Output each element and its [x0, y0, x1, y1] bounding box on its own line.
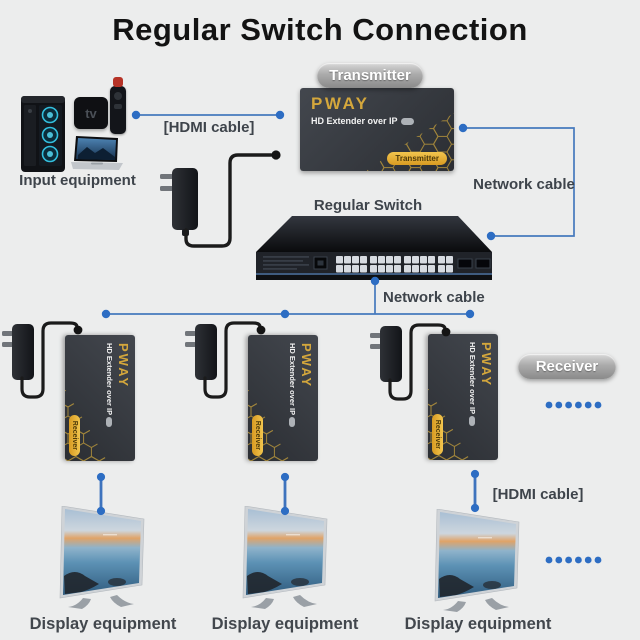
- remote-control-icon: [110, 77, 126, 134]
- receiver-role-pill: Receiver: [432, 413, 443, 455]
- spec-badge-icon: [469, 416, 476, 427]
- receiver-device-3: PWAY HD Extender over IP Receiver: [428, 334, 498, 460]
- power-adapter-icon: [370, 326, 402, 382]
- tv-box-label: tv: [85, 105, 97, 121]
- display-tv-icon: [434, 509, 520, 612]
- tv-media-box: tv: [74, 97, 108, 129]
- hdmi-cable-bottom-label: [HDMI cable]: [492, 486, 584, 503]
- spec-badge-icon: [289, 417, 296, 428]
- display-equipment-label-1: Display equipment: [29, 615, 177, 633]
- transmitter-role-pill: Transmitter: [387, 152, 447, 165]
- hdmi-cable-top-label: [HDMI cable]: [163, 119, 255, 136]
- network-switch-icon: [256, 216, 492, 280]
- product-name: HD Extender over IP: [105, 343, 114, 428]
- transmitter-tag: Transmitter: [317, 63, 423, 88]
- network-cable-bottom-label: Network cable: [383, 289, 485, 306]
- receiver-role-pill: Receiver: [69, 414, 80, 456]
- display-equipment-label-2: Display equipment: [211, 615, 359, 633]
- receiver-tag: Receiver: [518, 354, 616, 379]
- more-displays-dots: [545, 556, 602, 564]
- spec-badge-icon: [400, 117, 414, 125]
- brand-logo: PWAY: [116, 343, 131, 389]
- display-equipment-label-3: Display equipment: [404, 615, 552, 633]
- network-cable-top-label: Network cable: [473, 176, 575, 193]
- transmitter-device: PWAY HD Extender over IP Transmitter: [300, 88, 454, 171]
- product-name: HD Extender over IP: [311, 116, 414, 126]
- page-title: Regular Switch Connection: [112, 12, 528, 47]
- pc-tower-icon: [21, 96, 65, 172]
- receiver-device-1: PWAY HD Extender over IP Receiver: [65, 335, 135, 461]
- receiver-device-2: PWAY HD Extender over IP Receiver: [248, 335, 318, 461]
- display-tv-icon: [59, 506, 145, 609]
- brand-logo: PWAY: [299, 343, 314, 389]
- power-adapter-icon: [160, 168, 198, 236]
- switch-vents: [263, 256, 309, 270]
- display-tv-icon: [242, 506, 328, 609]
- input-equipment-label: Input equipment: [19, 172, 136, 189]
- regular-switch-label: Regular Switch: [313, 197, 423, 214]
- spec-badge-icon: [106, 417, 113, 428]
- brand-logo: PWAY: [479, 342, 494, 388]
- power-adapter-icon: [185, 324, 217, 380]
- laptop-icon: [71, 136, 123, 170]
- receiver-role-pill: Receiver: [252, 414, 263, 456]
- remote-tip: [113, 77, 123, 87]
- product-name: HD Extender over IP: [288, 343, 297, 428]
- remote-button: [114, 104, 122, 109]
- hdmi-connector-3: [470, 469, 480, 513]
- product-name: HD Extender over IP: [468, 342, 477, 427]
- remote-button: [114, 92, 122, 100]
- power-adapter-icon: [2, 324, 34, 380]
- brand-logo: PWAY: [311, 94, 370, 113]
- switch-ports: [336, 256, 491, 273]
- more-receivers-dots: [545, 401, 602, 409]
- hdmi-cable-line-top: [131, 110, 285, 120]
